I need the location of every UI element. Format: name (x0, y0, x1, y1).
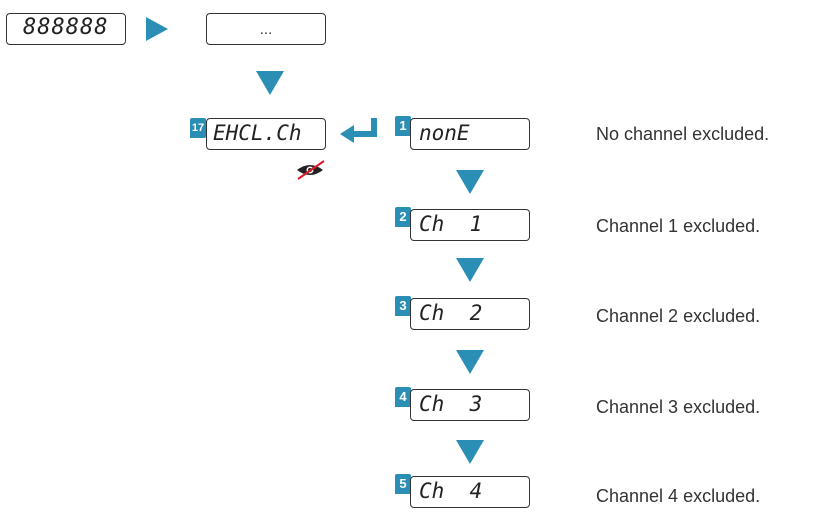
option-description: No channel excluded. (596, 124, 770, 144)
option-display-box: Ch 4 (410, 476, 530, 508)
arrow-down-icon (456, 350, 484, 374)
option-display-text: Ch 1 (419, 212, 483, 236)
menu-number-badge: 17 (190, 118, 206, 138)
arrow-down-icon (456, 258, 484, 282)
arrow-down-icon (256, 71, 284, 95)
option-number-badge: 2 (395, 207, 411, 227)
option-description: Channel 2 excluded. (596, 306, 761, 326)
option-description: Channel 1 excluded. (596, 216, 761, 236)
top-display-text: 888888 (23, 15, 109, 40)
arrow-right-icon (146, 17, 168, 41)
option-display-box: Ch 1 (410, 209, 530, 241)
menu-label-text: EHCL.Ch (213, 121, 302, 145)
option-display-box: Ch 3 (410, 389, 530, 421)
option-number-badge: 4 (395, 387, 411, 407)
option-description: Channel 4 excluded. (596, 486, 761, 506)
option-number-badge: 3 (395, 296, 411, 316)
eye-crossed-icon (297, 160, 325, 180)
menu-label-box: EHCL.Ch (206, 118, 326, 150)
option-display-text: Ch 2 (419, 301, 483, 325)
option-display-text: Ch 4 (419, 479, 483, 503)
option-display-text: nonE (419, 121, 470, 145)
option-display-text: Ch 3 (419, 392, 483, 416)
enter-arrow-icon (340, 118, 377, 143)
option-number-badge: 1 (395, 116, 411, 136)
next-menu-box: ... (206, 13, 326, 45)
next-menu-text: ... (259, 21, 273, 38)
arrow-down-icon (456, 170, 484, 194)
option-display-box: nonE (410, 118, 530, 150)
option-display-box: Ch 2 (410, 298, 530, 330)
arrow-down-icon (456, 440, 484, 464)
option-number-badge: 5 (395, 474, 411, 494)
option-description: Channel 3 excluded. (596, 397, 761, 417)
top-display-box: 888888 (6, 13, 126, 45)
